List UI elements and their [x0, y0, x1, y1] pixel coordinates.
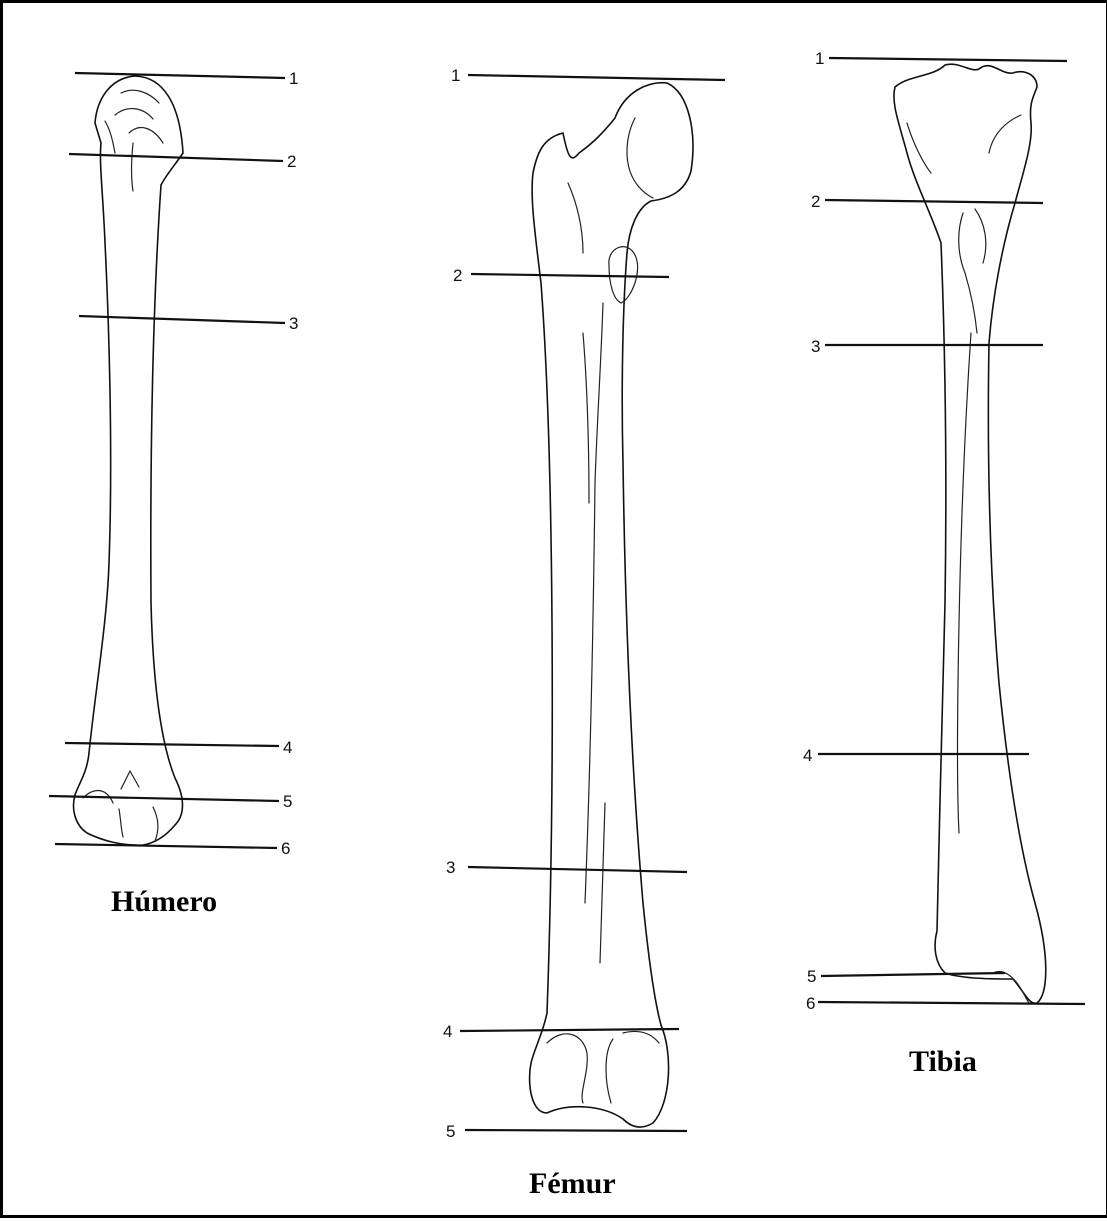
tibia-distal-line: [993, 971, 1029, 1003]
femur-trochanter-line: [568, 183, 583, 253]
tibia-outline: [894, 64, 1046, 1003]
femur-caption: Fémur: [529, 1167, 616, 1200]
humerus-level-3: 3: [289, 314, 298, 333]
humerus-distal-peak: [121, 771, 139, 789]
humerus-level-1: 1: [289, 69, 298, 88]
femur-level-3: 3: [446, 858, 455, 877]
humerus-level-4: 4: [283, 738, 292, 757]
femur-shaft-line-a: [583, 333, 589, 503]
femur-condyle-line-a: [547, 1034, 587, 1103]
tibia-level-4: 4: [803, 746, 812, 765]
femur-condyle-line-c: [623, 1031, 659, 1043]
femur-level-line-2: [471, 274, 669, 277]
humerus-level-5: 5: [283, 792, 292, 811]
tibia-level-1: 1: [815, 49, 824, 68]
femur-level-line-3: [468, 867, 687, 872]
tibia-level-2: 2: [811, 192, 820, 211]
humerus-distal-line-b: [119, 809, 123, 837]
femur-condyle-line-b: [606, 1039, 613, 1103]
humerus-head-line-d: [132, 143, 134, 191]
humerus-level-line-4: [65, 743, 279, 746]
humerus-distal-line-c: [153, 807, 158, 841]
humerus-level-2: 2: [287, 152, 296, 171]
tibia-tuberosity: [959, 213, 977, 333]
humerus-level-line-6: [55, 844, 277, 848]
tibia-tuberosity-b: [975, 209, 986, 263]
humerus-head-line-c: [129, 128, 163, 143]
tibia-level-line-2: [825, 200, 1043, 203]
tibia-level-line-5: [821, 973, 1005, 976]
tibia-level-line-6: [818, 1002, 1085, 1004]
femur-shaft-line-c: [585, 483, 595, 903]
femur-shaft-line-b: [595, 303, 603, 483]
humerus-caption: Húmero: [111, 885, 217, 918]
humerus-head-line-b: [115, 109, 153, 119]
femur-head-line: [627, 118, 653, 198]
tibia-level-line-1: [829, 58, 1067, 61]
humerus-outline: [74, 76, 184, 845]
femur-level-line-4: [460, 1029, 679, 1031]
bone-diagram: 1 2 3 4 5 6 Húmero 1 2 3 4 5 Fémur: [3, 3, 1107, 1221]
tibia-caption: Tibia: [909, 1045, 977, 1078]
tibia-group: 1 2 3 4 5 6 Tibia: [803, 49, 1085, 1078]
femur-level-line-5: [465, 1130, 687, 1131]
femur-level-4: 4: [443, 1022, 452, 1041]
tibia-level-3: 3: [811, 337, 820, 356]
humerus-level-6: 6: [281, 839, 290, 858]
femur-level-5: 5: [446, 1122, 455, 1141]
humerus-level-line-5: [49, 796, 279, 801]
humerus-head-line-e: [105, 121, 115, 153]
tibia-crest: [958, 333, 972, 833]
femur-group: 1 2 3 4 5 Fémur: [443, 66, 725, 1200]
humerus-level-line-1: [75, 73, 285, 78]
femur-outline: [530, 83, 693, 1127]
femur-lesser-trochanter: [609, 247, 638, 303]
tibia-plateau-line-b: [989, 115, 1021, 153]
femur-level-2: 2: [453, 266, 462, 285]
tibia-level-5: 5: [807, 967, 816, 986]
femur-level-1: 1: [451, 66, 460, 85]
femur-level-line-1: [468, 75, 725, 80]
humerus-group: 1 2 3 4 5 6 Húmero: [49, 69, 298, 918]
tibia-level-6: 6: [806, 994, 815, 1013]
humerus-level-line-3: [79, 316, 285, 323]
femur-shaft-line-d: [600, 803, 605, 963]
humerus-head-line-a: [121, 90, 159, 103]
